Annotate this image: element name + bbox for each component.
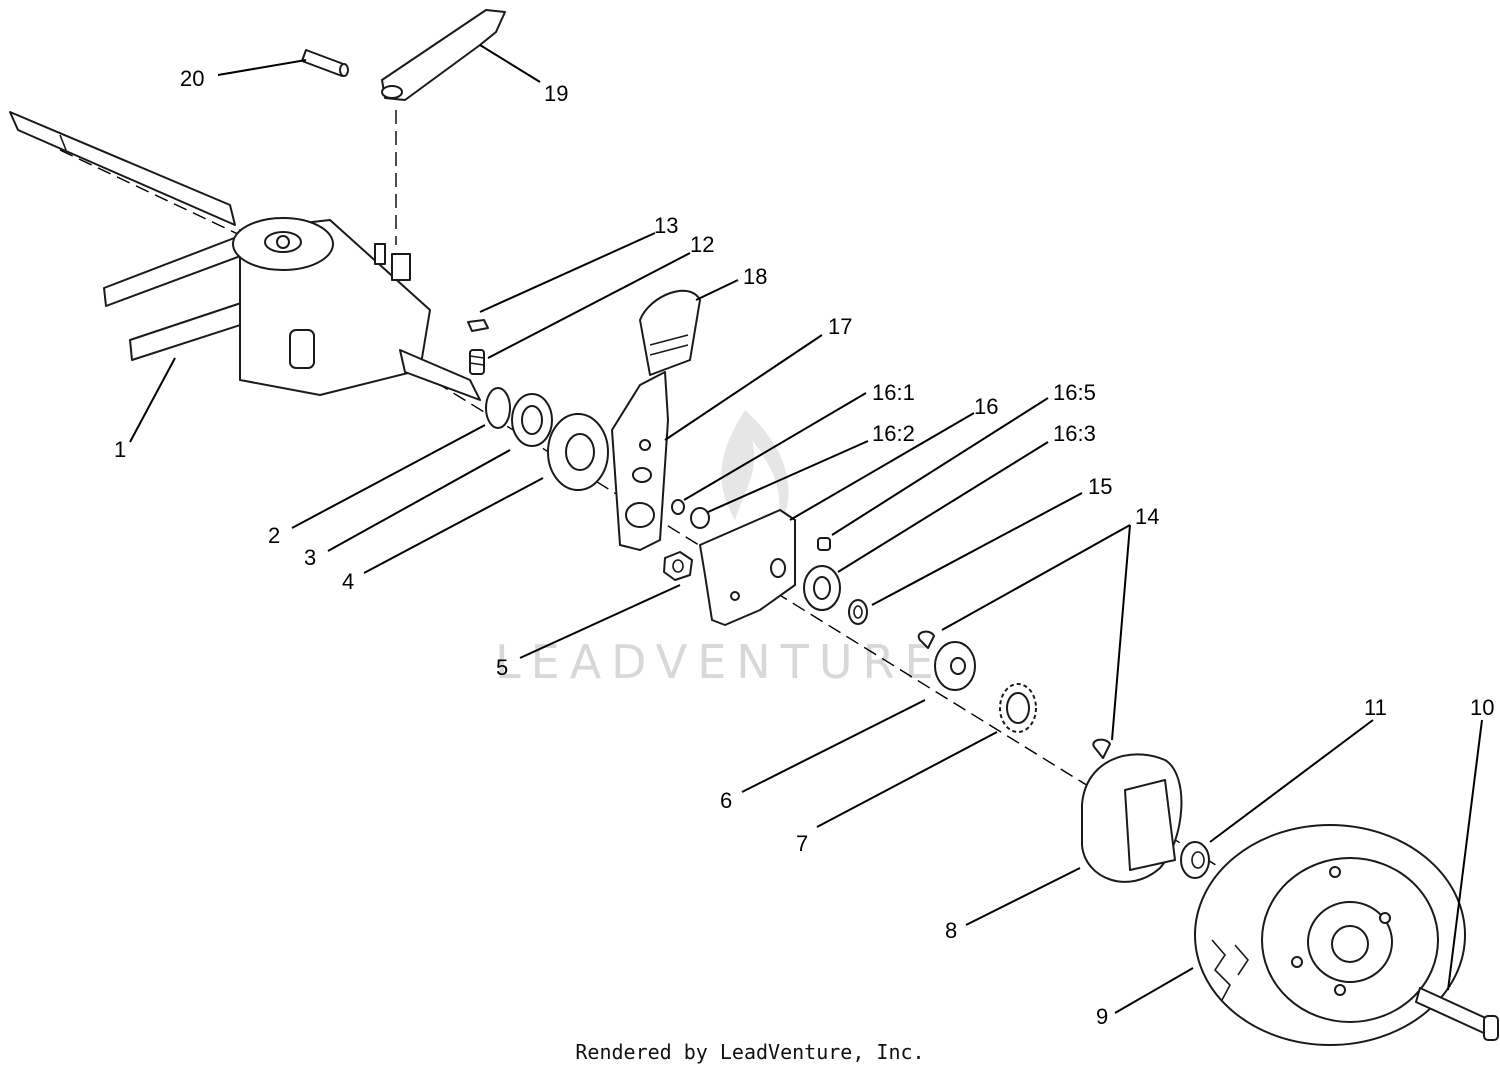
callout-6: 6 (720, 788, 732, 813)
nut-part (663, 551, 693, 581)
callout-7: 7 (796, 831, 808, 856)
watermark: LEADVENTURE (495, 410, 944, 689)
sleeve-part (690, 507, 710, 529)
spacer-washer-part (934, 641, 976, 691)
grease-fitting-part (817, 537, 831, 551)
wheel-bracket-part (699, 509, 796, 626)
callout-5: 5 (496, 655, 508, 680)
spacer-part (671, 499, 685, 515)
callout-16-3: 16:3 (1053, 421, 1096, 446)
callout-9: 9 (1096, 1004, 1108, 1029)
bearing-part (803, 565, 841, 611)
callout-15: 15 (1088, 474, 1112, 499)
callout-10: 10 (1470, 695, 1494, 720)
callout-20: 20 (180, 66, 204, 91)
callout-2: 2 (268, 523, 280, 548)
height-bracket-part (611, 371, 669, 551)
thrust-washer-part (848, 599, 868, 625)
callout-14: 14 (1135, 504, 1159, 529)
callout-labels: 20 19 13 12 18 17 1 16:1 16:2 16 16:5 16… (114, 66, 1494, 1029)
callout-16-5: 16:5 (1053, 380, 1096, 405)
pinion-gear-part (999, 683, 1037, 733)
callout-19: 19 (544, 81, 568, 106)
callout-13: 13 (654, 213, 678, 238)
callout-4: 4 (342, 569, 354, 594)
callout-11: 11 (1364, 695, 1387, 720)
callout-1: 1 (114, 437, 126, 462)
pin-part (301, 49, 349, 77)
callout-8: 8 (945, 918, 957, 943)
callout-16-1: 16:1 (872, 380, 915, 405)
callout-17: 17 (828, 314, 852, 339)
retaining-ring-part (485, 387, 511, 429)
e-clip-part (917, 630, 1111, 759)
render-credit: Rendered by LeadVenture, Inc. (575, 1040, 925, 1064)
washer-part (511, 393, 553, 447)
knob-cap-part (639, 289, 701, 376)
gearbox-housing (9, 111, 481, 401)
callout-16: 16 (974, 394, 998, 419)
callout-16-2: 16:2 (872, 421, 915, 446)
bushing-part (547, 413, 609, 491)
wheel-gear-hub-part (1081, 753, 1183, 883)
key-part (467, 319, 489, 332)
shift-lever-part (381, 9, 506, 101)
leader-lines (129, 44, 1483, 1014)
callout-3: 3 (304, 545, 316, 570)
wheel-bolt-part (1415, 987, 1499, 1041)
wheel-bushing-part (1180, 841, 1210, 879)
spring-part (469, 349, 485, 375)
wheel-part (1194, 824, 1466, 1046)
callout-18: 18 (743, 264, 767, 289)
watermark-text: LEADVENTURE (495, 635, 944, 689)
callout-12: 12 (690, 232, 714, 257)
